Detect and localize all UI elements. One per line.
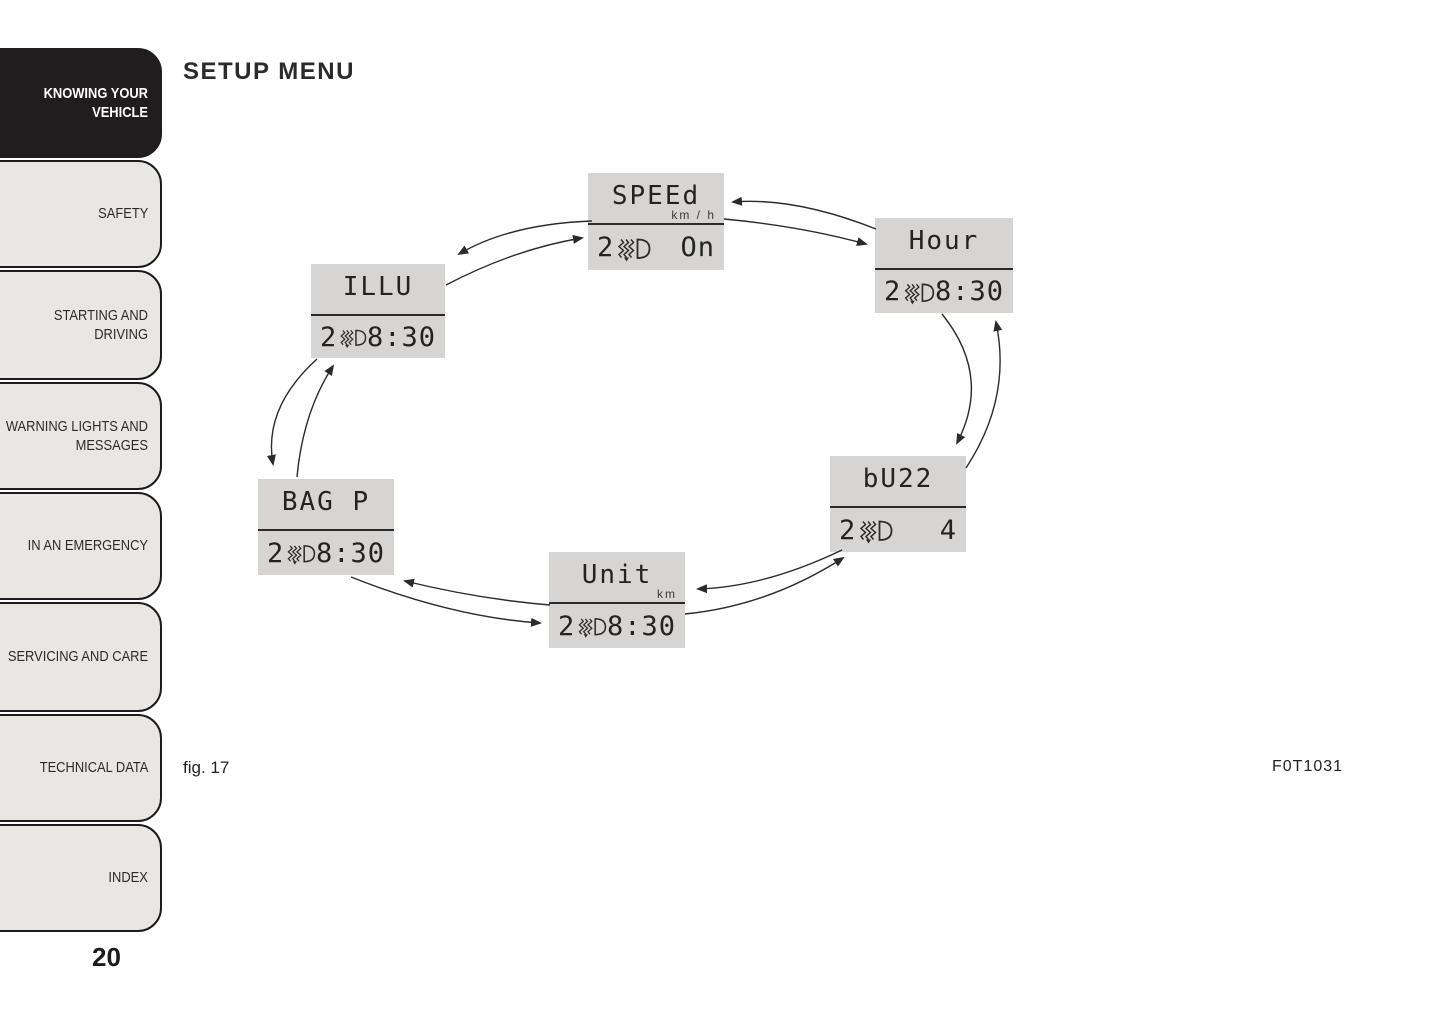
- sidebar-tab-label: WARNING LIGHTS AND MESSAGES: [5, 417, 148, 455]
- lcd-box-hour: Hour 2 8:30: [875, 218, 1013, 313]
- lcd-box-status-row: 2 8:30: [311, 316, 445, 358]
- lcd-box-unit: km / h: [671, 208, 716, 222]
- page-number: 20: [92, 942, 121, 972]
- lcd-box-status-row: 2 On: [588, 225, 724, 270]
- lcd-box-buzzer: bU22 2 4: [830, 456, 966, 552]
- arrow-illu-to-bagp: [266, 358, 318, 466]
- lcd-box-title: ILLU: [342, 272, 414, 302]
- headlight-icon: [340, 329, 367, 348]
- lcd-box-title: Unit: [581, 560, 653, 590]
- sidebar-tab-technical-data[interactable]: TECHNICAL DATA: [0, 714, 162, 822]
- page-title: SETUP MENU: [183, 58, 355, 86]
- lcd-indicator-digit: 2: [839, 514, 856, 546]
- arrow-illu-to-speed: [445, 235, 584, 286]
- arrow-bagp-to-illu: [296, 364, 335, 478]
- lcd-value: On: [680, 232, 715, 263]
- sidebar-tab-safety[interactable]: SAFETY: [0, 160, 162, 268]
- lcd-box-header: SPEEd km / h: [588, 173, 724, 225]
- arrow-buzz-to-unit: [696, 549, 843, 594]
- lcd-box-title: bU22: [862, 464, 934, 494]
- arrow-hour-to-buzz: [941, 313, 973, 445]
- sidebar-tab-label: INDEX: [108, 869, 148, 887]
- headlight-icon: [287, 545, 316, 565]
- lcd-box-illu: ILLU 2 8:30: [311, 264, 445, 358]
- lcd-box-status-row: 2 8:30: [258, 531, 394, 575]
- lcd-indicator-digit: 2: [558, 610, 575, 642]
- lcd-box-header: bU22: [830, 456, 966, 508]
- lcd-box-title: SPEEd: [611, 181, 701, 211]
- lcd-box-status-row: 2 8:30: [875, 270, 1013, 313]
- lcd-box-header: BAG P: [258, 479, 394, 531]
- lcd-box-status-row: 2 8:30: [549, 604, 685, 648]
- lcd-box-title: Hour: [908, 226, 980, 256]
- figure-code: F0T1031: [1272, 758, 1344, 775]
- lcd-box-title: BAG P: [281, 487, 371, 517]
- lcd-box-header: ILLU: [311, 264, 445, 316]
- lcd-indicator-digit: 2: [320, 321, 337, 353]
- sidebar-tab-label: KNOWING YOUR VEHICLE: [43, 84, 148, 122]
- arrow-buzz-to-hour: [965, 320, 1003, 469]
- lcd-indicator-digit: 2: [267, 537, 284, 569]
- lcd-box-status-row: 2 4: [830, 508, 966, 552]
- sidebar-tab-warning-lights-and-messages[interactable]: WARNING LIGHTS AND MESSAGES: [0, 382, 162, 490]
- lcd-indicator-digit: 2: [597, 232, 614, 263]
- headlight-icon: [618, 238, 651, 261]
- lcd-value: 4: [939, 514, 957, 546]
- arrow-bagp-to-unit: [350, 576, 542, 627]
- lcd-box-speed: SPEEd km / h 2 On: [588, 173, 724, 270]
- lcd-indicator-digit: 2: [884, 276, 901, 307]
- arrow-unit-to-buzz: [684, 556, 845, 615]
- sidebar-tab-label: SERVICING AND CARE: [7, 648, 148, 666]
- sidebar-tab-label: STARTING AND DRIVING: [53, 306, 148, 344]
- sidebar-tab-starting-and-driving[interactable]: STARTING AND DRIVING: [0, 270, 162, 380]
- lcd-box-unit: km: [657, 587, 677, 601]
- headlight-icon: [860, 520, 893, 544]
- arrow-speed-to-illu: [457, 220, 593, 256]
- arrow-hour-to-speed: [731, 196, 877, 230]
- lcd-box-header: Hour: [875, 218, 1013, 270]
- sidebar-tab-servicing-and-care[interactable]: SERVICING AND CARE: [0, 602, 162, 712]
- sidebar-tab-index[interactable]: INDEX: [0, 824, 162, 932]
- lcd-value: 8:30: [315, 537, 385, 569]
- sidebar-tab-in-an-emergency[interactable]: IN AN EMERGENCY: [0, 492, 162, 600]
- figure-caption: fig. 17: [183, 758, 230, 777]
- arrow-speed-to-hour: [723, 218, 868, 246]
- sidebar-tab-label: IN AN EMERGENCY: [27, 537, 148, 555]
- headlight-icon: [578, 618, 607, 638]
- sidebar-tab-label: SAFETY: [97, 205, 148, 223]
- lcd-value: 8:30: [934, 276, 1004, 307]
- lcd-box-header: Unit km: [549, 552, 685, 604]
- sidebar-tab-knowing-your-vehicle[interactable]: KNOWING YOUR VEHICLE: [0, 48, 162, 158]
- arrow-unit-to-bagp: [403, 578, 551, 606]
- sidebar-tab-label: TECHNICAL DATA: [39, 759, 148, 777]
- lcd-box-bag-p: BAG P 2 8:30: [258, 479, 394, 575]
- headlight-icon: [904, 283, 935, 304]
- lcd-box-unit-setting: Unit km 2 8:30: [549, 552, 685, 648]
- lcd-value: 8:30: [606, 610, 676, 642]
- lcd-value: 8:30: [366, 321, 436, 353]
